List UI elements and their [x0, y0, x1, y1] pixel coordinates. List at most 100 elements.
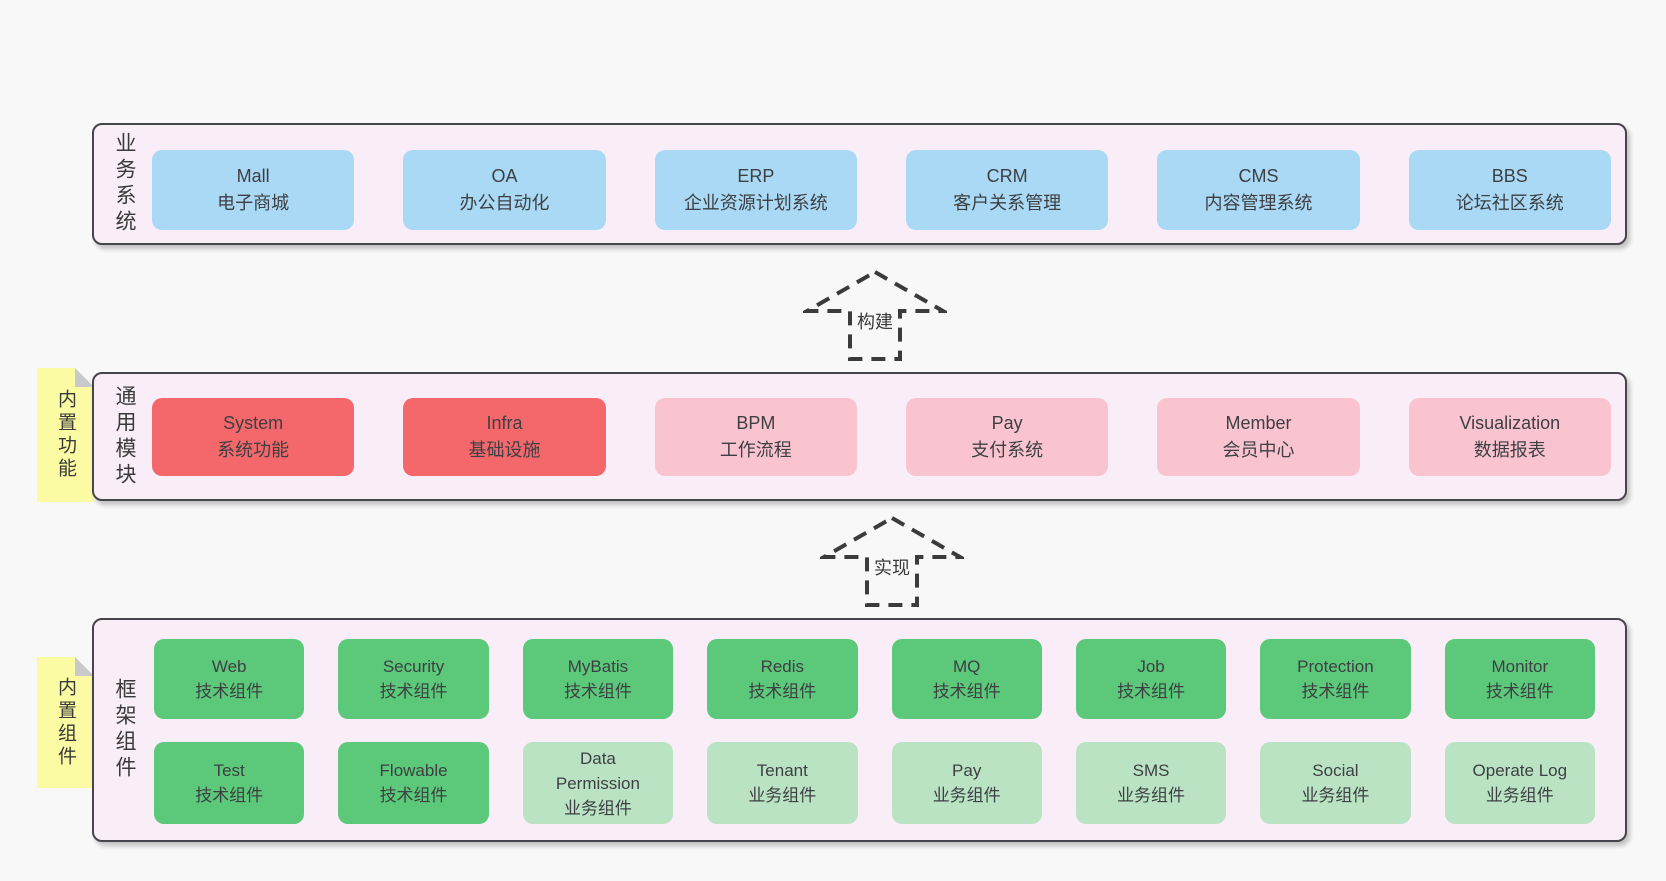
component-box-test: Test 技术组件 [154, 742, 305, 824]
component-name: Job [1137, 657, 1165, 676]
panel-label-framework-components: 框架组件 [113, 678, 136, 782]
component-box-member: Member 会员中心 [1157, 398, 1360, 476]
component-desc: 企业资源计划系统 [683, 193, 828, 213]
component-name: Test [213, 761, 245, 780]
component-name: Tenant [756, 761, 808, 780]
component-name: ERP [737, 166, 775, 186]
component-box-flowable: Flowable 技术组件 [338, 742, 489, 824]
component-name: Protection [1297, 657, 1374, 676]
implement-arrow: 实现 [820, 514, 964, 610]
component-name: Pay [952, 761, 982, 780]
component-box-tenant: Tenant 业务组件 [707, 742, 858, 824]
component-desc: 业务组件 [1301, 786, 1370, 805]
component-name: MyBatis [567, 657, 629, 676]
component-desc: 技术组件 [1117, 682, 1186, 701]
component-name: Web [211, 657, 247, 676]
component-desc: 支付系统 [971, 440, 1044, 460]
component-desc: 业务组件 [1117, 786, 1186, 805]
component-desc: 基础设施 [468, 440, 541, 460]
component-box-system: System 系统功能 [152, 398, 355, 476]
component-desc: 技术组件 [1485, 682, 1554, 701]
component-name: Redis [760, 657, 805, 676]
component-name: Visualization [1459, 413, 1561, 433]
component-box-pay: Pay 支付系统 [905, 398, 1109, 476]
business-systems-row: Mall 电子商城 OA 办公自动化 ERP 企业资源计划系统 CRM 客户关系管理 CMS 内容… [152, 150, 1611, 230]
component-name: BBS [1491, 166, 1528, 186]
component-box-erp: ERP 企业资源计划系统 [654, 150, 857, 230]
component-desc: 业务组件 [563, 798, 632, 818]
component-name: Pay [991, 413, 1023, 433]
component-desc: 内容管理系统 [1204, 193, 1313, 213]
component-box-mall: Mall 电子商城 [152, 150, 355, 230]
sticky-note-built-in-features: 内置功能 [37, 368, 94, 502]
component-name: SMS [1132, 761, 1170, 780]
component-box-monitor: Monitor 技术组件 [1444, 639, 1595, 719]
panel-label-common-modules: 通用模块 [113, 384, 136, 489]
component-desc: 工作流程 [719, 440, 792, 460]
component-box-infra: Infra 基础设施 [403, 398, 606, 476]
component-name: Member [1225, 413, 1292, 433]
dashed-up-arrow-icon [803, 269, 947, 361]
component-box-pay: Pay 业务组件 [891, 742, 1042, 824]
component-desc: 论坛社区系统 [1455, 193, 1564, 213]
build-arrow: 构建 [803, 268, 947, 364]
component-name: Infra [486, 413, 523, 433]
component-name: MQ [952, 657, 981, 676]
component-name: System [223, 413, 284, 433]
component-desc: 业务组件 [932, 786, 1001, 805]
component-box-job: Job 技术组件 [1075, 639, 1227, 719]
component-box-sms: SMS 业务组件 [1075, 742, 1227, 824]
component-name: Social [1312, 761, 1359, 780]
dashed-up-arrow-icon [820, 515, 964, 607]
component-name: Security [382, 657, 445, 676]
component-name: CMS [1238, 166, 1279, 186]
component-desc: 技术组件 [748, 682, 817, 701]
component-desc: 技术组件 [379, 786, 448, 805]
component-box-protection: Protection 技术组件 [1260, 639, 1411, 719]
component-box-cms: CMS 内容管理系统 [1157, 150, 1360, 230]
panel-business-systems: 业务系统 Mall 电子商城 OA 办公自动化 ERP 企业资源计划系统 CRM 客户关系管理… [92, 123, 1627, 245]
component-name: Operate Log [1472, 761, 1568, 780]
component-box-social: Social 业务组件 [1260, 742, 1411, 824]
build-arrow-label: 构建 [854, 308, 896, 334]
component-name: Data Permission [555, 748, 640, 793]
component-desc: 技术组件 [1301, 682, 1370, 701]
component-desc: 技术组件 [195, 682, 264, 701]
component-desc: 业务组件 [748, 786, 817, 805]
component-desc: 办公自动化 [459, 193, 550, 213]
component-desc: 技术组件 [195, 786, 264, 805]
component-desc: 业务组件 [1485, 786, 1554, 805]
component-box-data-permission: Data Permission 业务组件 [522, 742, 674, 824]
component-box-security: Security 技术组件 [338, 639, 489, 719]
component-box-crm: CRM 客户关系管理 [905, 150, 1109, 230]
component-desc: 数据报表 [1473, 440, 1546, 460]
component-desc: 技术组件 [932, 682, 1001, 701]
component-box-oa: OA 办公自动化 [403, 150, 606, 230]
component-desc: 技术组件 [379, 682, 448, 701]
component-box-operate-log: Operate Log 业务组件 [1444, 742, 1595, 824]
component-name: CRM [986, 166, 1028, 186]
component-box-visualization: Visualization 数据报表 [1408, 398, 1611, 476]
component-name: Mall [236, 166, 270, 186]
component-box-bbs: BBS 论坛社区系统 [1408, 150, 1611, 230]
component-box-web: Web 技术组件 [154, 639, 305, 719]
component-name: Flowable [379, 761, 448, 780]
implement-arrow-label: 实现 [871, 554, 913, 580]
component-name: OA [491, 166, 518, 186]
component-box-mq: MQ 技术组件 [891, 639, 1042, 719]
component-desc: 客户关系管理 [953, 193, 1062, 213]
sticky-note-built-in-components: 内置组件 [37, 657, 94, 788]
panel-label-business-systems: 业务系统 [113, 132, 136, 236]
component-desc: 系统功能 [217, 440, 290, 460]
component-desc: 电子商城 [217, 193, 290, 213]
component-name: Monitor [1491, 657, 1549, 676]
component-desc: 会员中心 [1222, 440, 1295, 460]
